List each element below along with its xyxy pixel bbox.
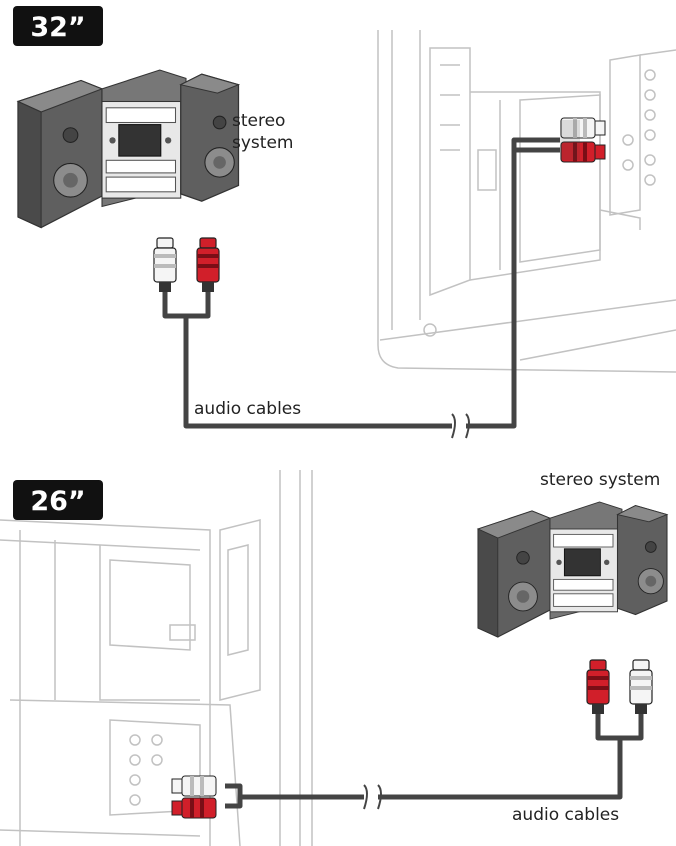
stereo-system-32 (17, 69, 240, 229)
stereo-system-label-bottom: stereo system (540, 470, 660, 490)
top-panel: 32” stereo system audio cables (13, 6, 676, 439)
stereo-label-line1: stereo (232, 111, 285, 131)
rca-plug-white-top (153, 237, 177, 293)
rca-plug-red-tv26 (171, 797, 217, 819)
rca-plug-red-top (196, 237, 220, 293)
stereo-label-line2: system (232, 133, 293, 153)
size-badge-26: 26” (13, 480, 103, 520)
audio-cables-label-top: audio cables (194, 399, 301, 419)
tv-32-back-illustration (377, 30, 676, 373)
cable-break-mark-top (451, 413, 470, 439)
size-label-32: 32” (30, 12, 85, 43)
size-badge-32: 32” (13, 6, 103, 46)
cable-break-mark-bottom (363, 784, 382, 810)
rca-plug-white-bottom (629, 659, 653, 715)
audio-cable-32 (162, 137, 560, 429)
rca-plug-red-bottom (586, 659, 610, 715)
audio-cables-label-bottom: audio cables (512, 805, 619, 825)
tv-26-back-illustration (0, 470, 313, 846)
bottom-panel: 26” stereo system audio cables (0, 470, 668, 846)
stereo-system-26 (477, 501, 668, 638)
size-label-26: 26” (30, 486, 85, 517)
audio-cable-26 (225, 714, 644, 809)
rca-plug-white-tv26 (171, 775, 217, 797)
